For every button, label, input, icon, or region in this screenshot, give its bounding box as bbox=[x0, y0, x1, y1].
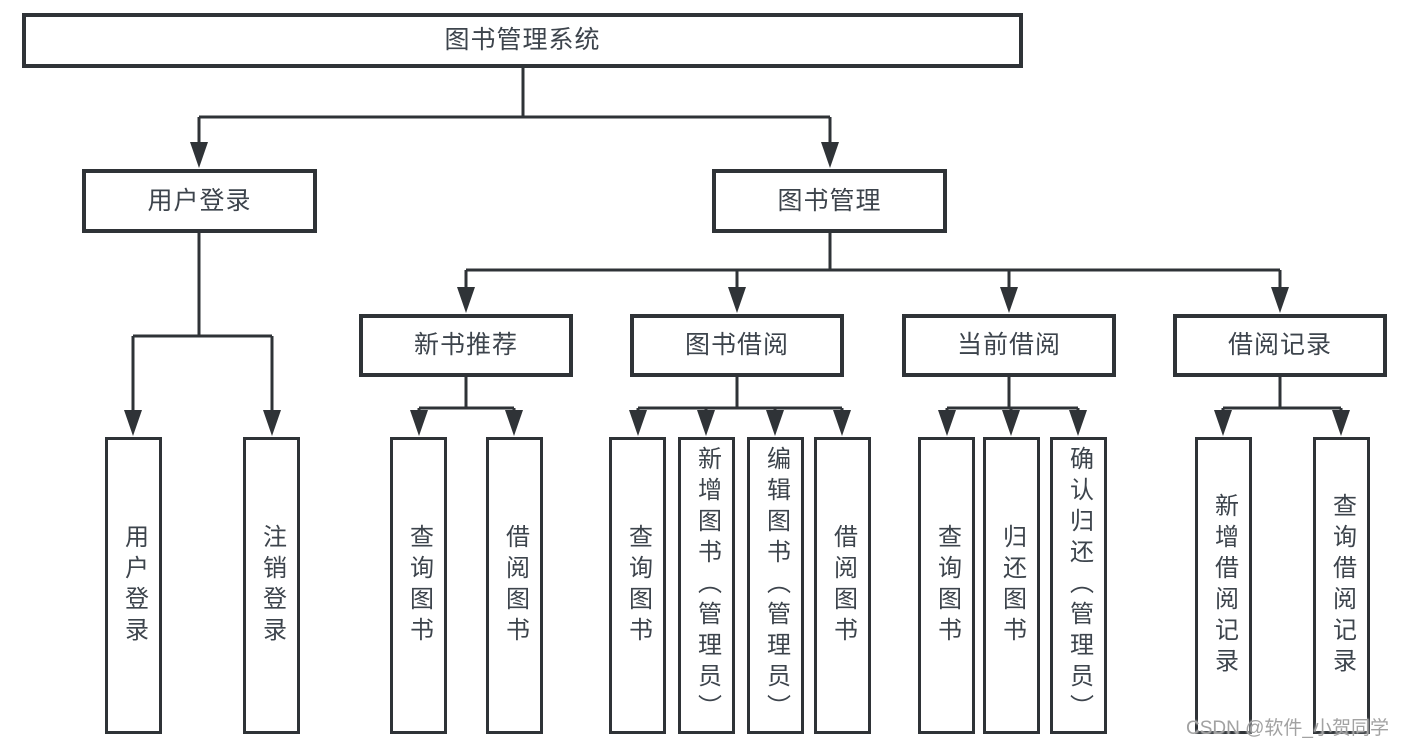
leaf-query-books-recommend: 查询图书 bbox=[390, 437, 447, 734]
arrowheads bbox=[124, 142, 1350, 436]
node-new-book-recommendation: 新书推荐 bbox=[359, 314, 573, 377]
leaf-user-login: 用户登录 bbox=[105, 437, 162, 734]
leaf-add-books-admin: 新增图书（管理员） bbox=[678, 437, 735, 734]
node-book-management: 图书管理 bbox=[712, 169, 947, 233]
leaf-add-borrow-record: 新增借阅记录 bbox=[1195, 437, 1252, 734]
leaf-borrow-books-recommend: 借阅图书 bbox=[486, 437, 543, 734]
leaf-query-books-current: 查询图书 bbox=[918, 437, 975, 734]
leaf-return-books: 归还图书 bbox=[983, 437, 1040, 734]
node-current-borrowing: 当前借阅 bbox=[902, 314, 1116, 377]
leaf-confirm-return-admin: 确认归还（管理员） bbox=[1050, 437, 1107, 734]
node-library-management-system: 图书管理系统 bbox=[22, 13, 1023, 68]
leaf-borrow-books: 借阅图书 bbox=[814, 437, 871, 734]
leaf-query-borrow-record: 查询借阅记录 bbox=[1313, 437, 1370, 734]
csdn-watermark: CSDN @软件_小贺同学 bbox=[1186, 718, 1389, 739]
leaf-edit-books-admin: 编辑图书（管理员） bbox=[747, 437, 804, 734]
leaf-query-books-borrow: 查询图书 bbox=[609, 437, 666, 734]
node-borrowing-records: 借阅记录 bbox=[1173, 314, 1387, 377]
leaf-logout: 注销登录 bbox=[243, 437, 300, 734]
node-book-borrowing: 图书借阅 bbox=[630, 314, 844, 377]
node-user-login: 用户登录 bbox=[82, 169, 317, 233]
